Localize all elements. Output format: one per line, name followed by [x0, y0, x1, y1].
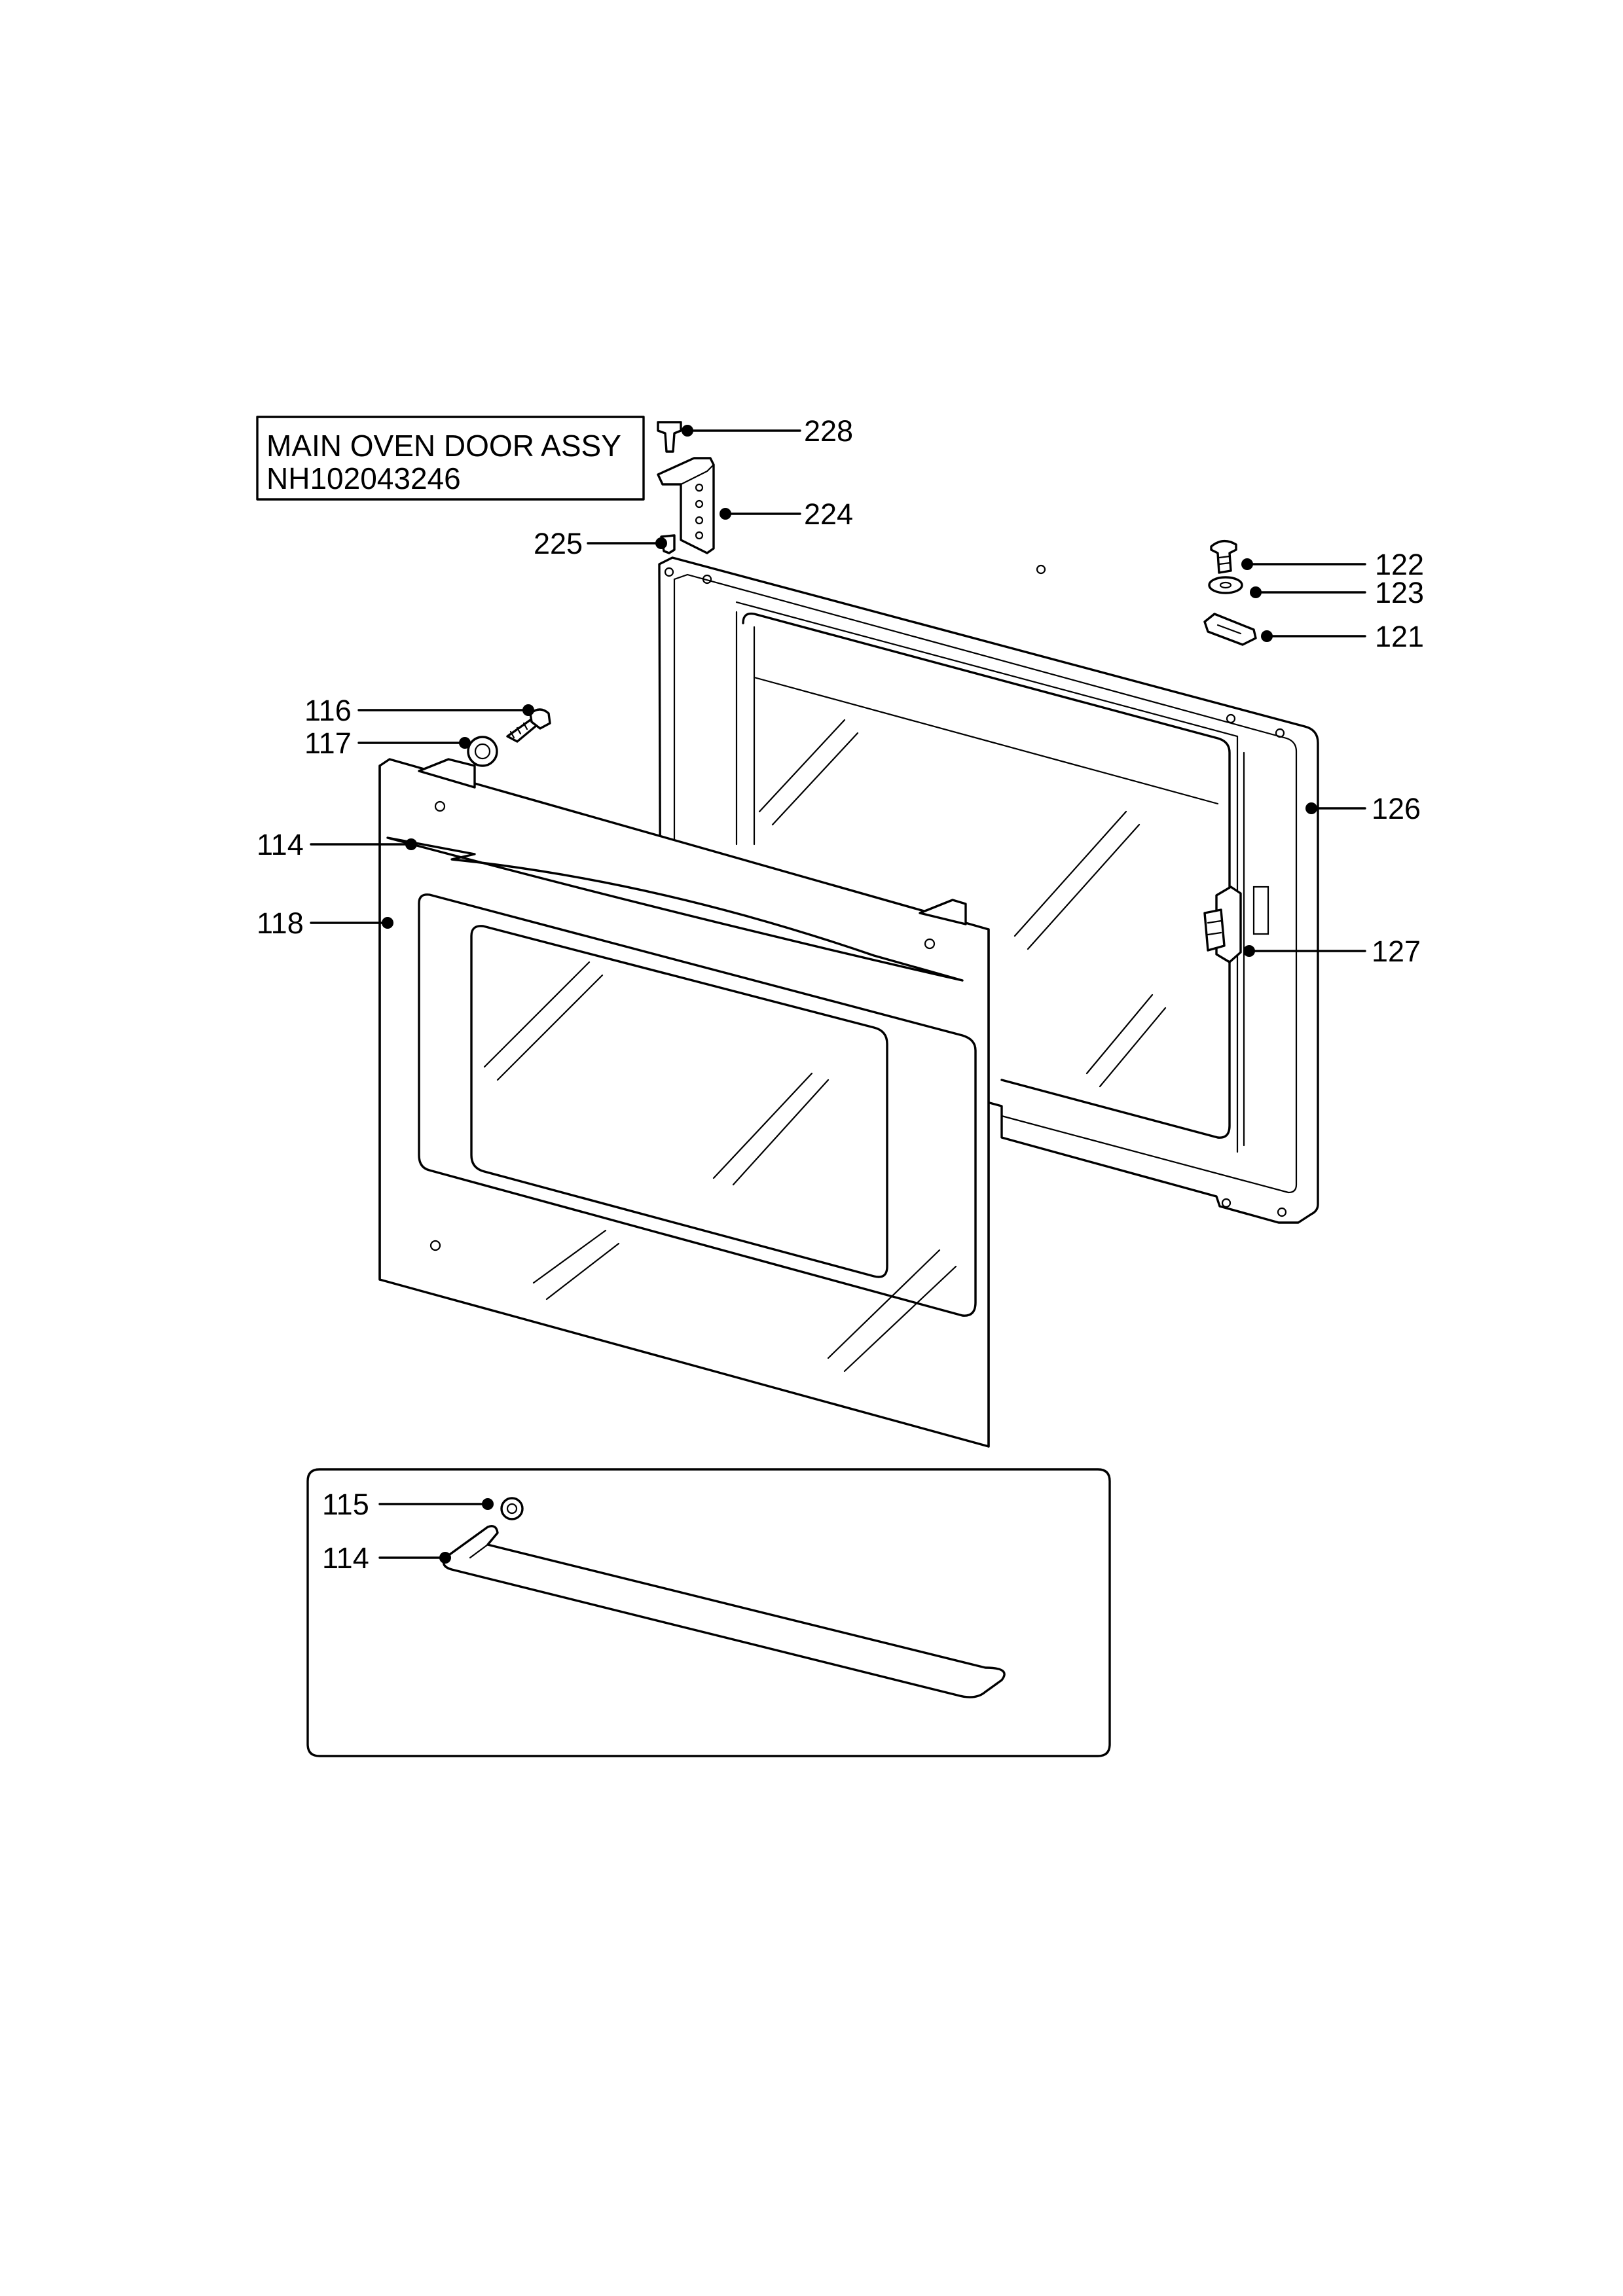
screw-122: [1210, 540, 1237, 574]
title-line-1: MAIN OVEN DOOR ASSY: [266, 429, 621, 463]
label-115: 115: [322, 1488, 369, 1521]
label-121: 121: [1375, 620, 1424, 653]
outer-door-panel: [378, 758, 990, 1448]
door-catch: [1203, 886, 1242, 963]
callout-dot-114-inset: [439, 1552, 451, 1564]
title-box: MAIN OVEN DOOR ASSY NH102043246: [256, 416, 645, 501]
label-224: 224: [804, 497, 853, 531]
handle-detail-inset: [306, 1468, 1111, 1757]
label-118: 118: [257, 906, 304, 940]
label-116: 116: [304, 694, 352, 727]
title-line-2: NH102043246: [266, 461, 461, 495]
callout-dot-228: [682, 425, 693, 437]
callout-dot-115: [482, 1498, 494, 1510]
label-123: 123: [1375, 576, 1424, 609]
label-117: 117: [304, 726, 352, 760]
clip-121: [1203, 613, 1257, 646]
callout-dot-225: [655, 537, 667, 549]
callout-dot-121: [1261, 630, 1273, 642]
handle-spacer: [467, 736, 498, 767]
callout-dot-116: [522, 704, 534, 716]
label-127: 127: [1372, 935, 1421, 968]
label-126: 126: [1372, 792, 1421, 825]
callout-dot-224: [720, 508, 731, 520]
label-114-inset: 114: [322, 1541, 369, 1575]
label-122: 122: [1375, 548, 1424, 581]
callout-dot-117: [459, 737, 471, 749]
label-228: 228: [804, 414, 853, 448]
label-225: 225: [534, 527, 583, 560]
callout-dot-123: [1250, 586, 1262, 598]
callout-dot-122: [1241, 558, 1253, 570]
label-114-top: 114: [257, 828, 304, 861]
callout-leaders: [310, 425, 1366, 1564]
washer-123: [1208, 576, 1243, 594]
hinge-screw: [657, 421, 682, 453]
callout-dot-114-top: [405, 838, 417, 850]
callout-dot-118: [382, 917, 393, 929]
callout-dot-127: [1243, 945, 1255, 957]
callout-dot-126: [1305, 802, 1317, 814]
callout-labels: 228 224 225 122 123 121 116 117 126 114 …: [257, 414, 1424, 1575]
hinge-bracket: [657, 457, 715, 554]
